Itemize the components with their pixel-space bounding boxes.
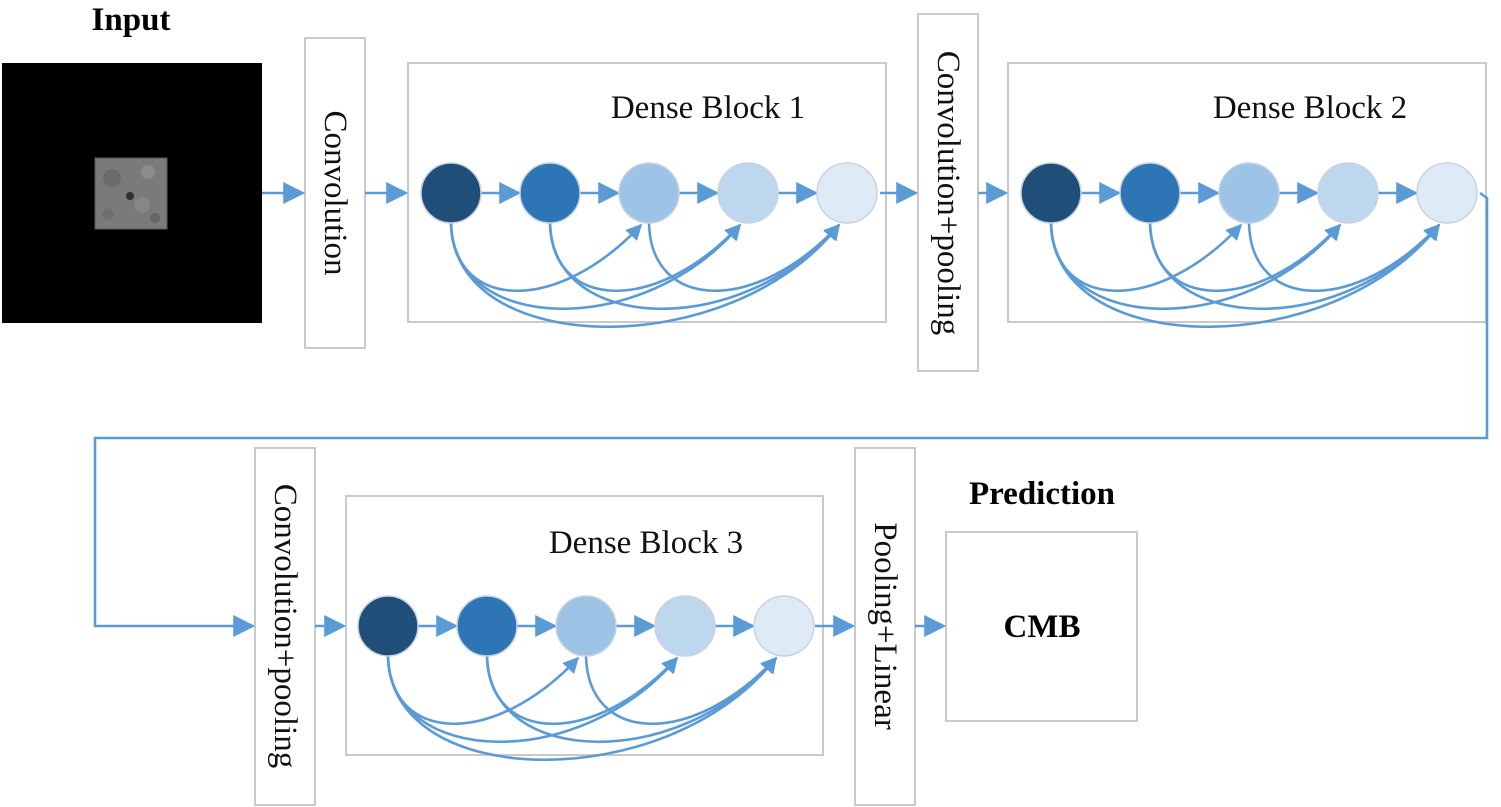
pooling-linear-layer: Pooling+Linear [854, 447, 916, 806]
dense-layer-node-b3-4 [654, 595, 716, 657]
dense-connection-b1-3-to-5 [647, 222, 841, 293]
dense-layer-node-b3-1 [357, 595, 419, 657]
dense-connection-b2-3-to-5 [1247, 222, 1441, 293]
transition-1-label: Convolution+pooling [930, 51, 966, 335]
dense-block-2-title: Dense Block 2 [1213, 90, 1407, 126]
dense-layer-node-b1-1 [420, 162, 482, 224]
flow-arrows [93, 182, 1489, 637]
dense-layer-node-b2-2 [1119, 162, 1181, 224]
dense-connection-b3-3-to-5 [584, 655, 778, 726]
dense-layer-node-b3-3 [555, 595, 617, 657]
dense-connection-b2-1-to-5 [1049, 222, 1441, 328]
convolution-label: Convolution [317, 110, 353, 275]
dense-connection-b1-2-to-5 [548, 222, 841, 311]
transition-layer-1: Convolution+pooling [917, 13, 979, 372]
dense-layer-node-b1-2 [519, 162, 581, 224]
dense-layer-node-b1-3 [618, 162, 680, 224]
dense-block-3: Dense Block 3 [345, 495, 824, 761]
convolution-layer: Convolution [304, 37, 366, 349]
dense-layer-node-b3-2 [456, 595, 518, 657]
transition-2-label: Convolution+pooling [267, 484, 303, 768]
dense-layer-node-b2-1 [1020, 162, 1082, 224]
flow-arrow-block2-to-transition2 [93, 191, 1489, 637]
dense-connection-b3-1-to-5 [386, 655, 778, 761]
dense-layer-node-b1-4 [717, 162, 779, 224]
input-title: Input [92, 2, 171, 38]
dense-layer-node-b1-5 [816, 162, 878, 224]
dense-layer-node-b2-4 [1317, 162, 1379, 224]
input-image [2, 63, 262, 323]
prediction-class-label: CMB [1004, 609, 1081, 645]
dense-connection-b3-2-to-5 [485, 655, 778, 744]
dense-layer-node-b2-5 [1416, 162, 1478, 224]
transition-layer-2: Convolution+pooling [254, 447, 316, 806]
dense-block-1-title: Dense Block 1 [611, 90, 805, 126]
dense-block-3-layers [357, 595, 815, 761]
dense-block-2: Dense Block 2 [1007, 62, 1487, 328]
dense-connection-b1-1-to-5 [449, 222, 841, 328]
dense-layer-node-b2-3 [1218, 162, 1280, 224]
prediction-title: Prediction [969, 476, 1115, 512]
pooling-linear-label: Pooling+Linear [867, 522, 903, 729]
dense-connection-b2-2-to-5 [1148, 222, 1441, 311]
dense-block-1: Dense Block 1 [407, 62, 887, 328]
dense-block-1-layers [420, 162, 878, 328]
dense-block-2-layers [1020, 162, 1478, 328]
dense-block-3-title: Dense Block 3 [549, 525, 743, 561]
prediction-box: CMB [945, 531, 1138, 722]
dense-layer-node-b3-5 [753, 595, 815, 657]
